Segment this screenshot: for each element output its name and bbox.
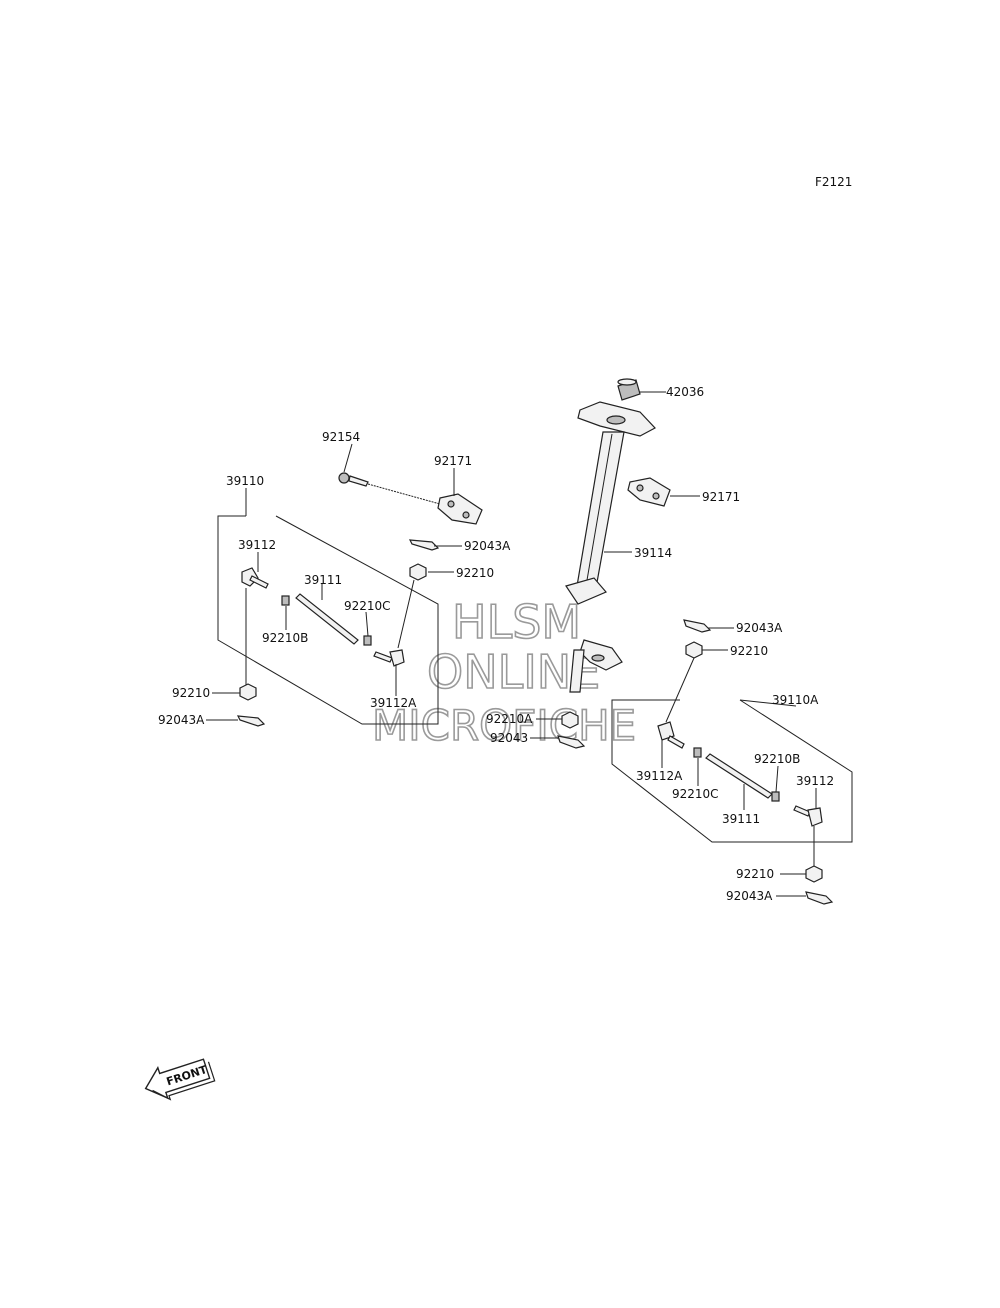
- steering-shaft: [565, 401, 656, 693]
- label-92210B-left: 92210B: [262, 631, 308, 645]
- bolt-92154: [338, 472, 441, 505]
- nut-92210-left: [239, 683, 257, 701]
- watermark: HLSM ONLINE MICROFICHE: [371, 594, 637, 751]
- label-92043A-right-bottom: 92043A: [726, 889, 773, 903]
- front-arrow-icon: FRONT: [144, 1058, 216, 1101]
- label-92043A-left: 92043A: [158, 713, 205, 727]
- label-92210-top: 92210: [456, 566, 494, 580]
- tie-rod-end-39112-right: [793, 805, 823, 868]
- label-92171-left: 92171: [434, 454, 472, 468]
- label-39112A-right: 39112A: [636, 769, 683, 783]
- part-labels: 42036 92154 92171 92171 39110 39112 9204…: [158, 385, 834, 903]
- label-92210-right-top: 92210: [730, 644, 768, 658]
- watermark-line-3: MICROFICHE: [372, 701, 636, 750]
- label-42036: 42036: [666, 385, 704, 399]
- label-39112-right: 39112: [796, 774, 834, 788]
- leader-lines: [206, 391, 817, 897]
- label-39112-left: 39112: [238, 538, 276, 552]
- label-92154: 92154: [322, 430, 360, 444]
- clamp-92171-left: [437, 493, 483, 525]
- bushing-42036: [617, 378, 641, 401]
- nut-92210-right-top: [665, 641, 703, 723]
- nut-92210-top: [409, 563, 427, 581]
- group-box-39110A: [611, 699, 853, 843]
- label-92043A-right-top: 92043A: [736, 621, 783, 635]
- label-92210A: 92210A: [486, 712, 533, 726]
- label-92210-right-bottom: 92210: [736, 867, 774, 881]
- clamp-92171-right: [627, 477, 671, 507]
- label-39110A: 39110A: [772, 693, 819, 707]
- cotter-pin-92043A-top: [408, 539, 440, 551]
- nut-92210-right-bottom: [805, 865, 823, 883]
- label-92043: 92043: [490, 731, 528, 745]
- watermark-line-1: HLSM: [452, 595, 581, 649]
- label-92210C-left: 92210C: [344, 599, 391, 613]
- label-39111-left: 39111: [304, 573, 342, 587]
- tie-rod-end-39112A-right: [657, 721, 685, 749]
- tie-rod-39111-left: [295, 593, 359, 645]
- group-box-39110: [217, 515, 439, 725]
- label-92171-right: 92171: [702, 490, 740, 504]
- label-92210B-right: 92210B: [754, 752, 800, 766]
- label-92043A-top: 92043A: [464, 539, 511, 553]
- cotter-pin-92043A-right-top: [683, 619, 712, 633]
- cotter-pin-92043: [557, 735, 586, 749]
- locknut-92210C-left: [363, 635, 372, 646]
- label-39111-right: 39111: [722, 812, 760, 826]
- cotter-pin-92043A-right-bottom: [805, 891, 834, 905]
- tie-rod-end-39112-left: [241, 567, 269, 686]
- cotter-pin-92043A-left: [236, 715, 266, 727]
- label-39112A-left: 39112A: [370, 696, 417, 710]
- locknut-92210C-right: [693, 747, 702, 758]
- nut-92210A: [561, 711, 579, 729]
- locknut-92210B-right: [771, 791, 780, 802]
- label-39114: 39114: [634, 546, 672, 560]
- locknut-92210B-left: [281, 595, 290, 606]
- label-39110: 39110: [226, 474, 264, 488]
- tie-rod-end-39112A-left: [373, 579, 415, 667]
- label-92210C-right: 92210C: [672, 787, 719, 801]
- figure-code: F2121: [815, 175, 852, 189]
- label-92210-left: 92210: [172, 686, 210, 700]
